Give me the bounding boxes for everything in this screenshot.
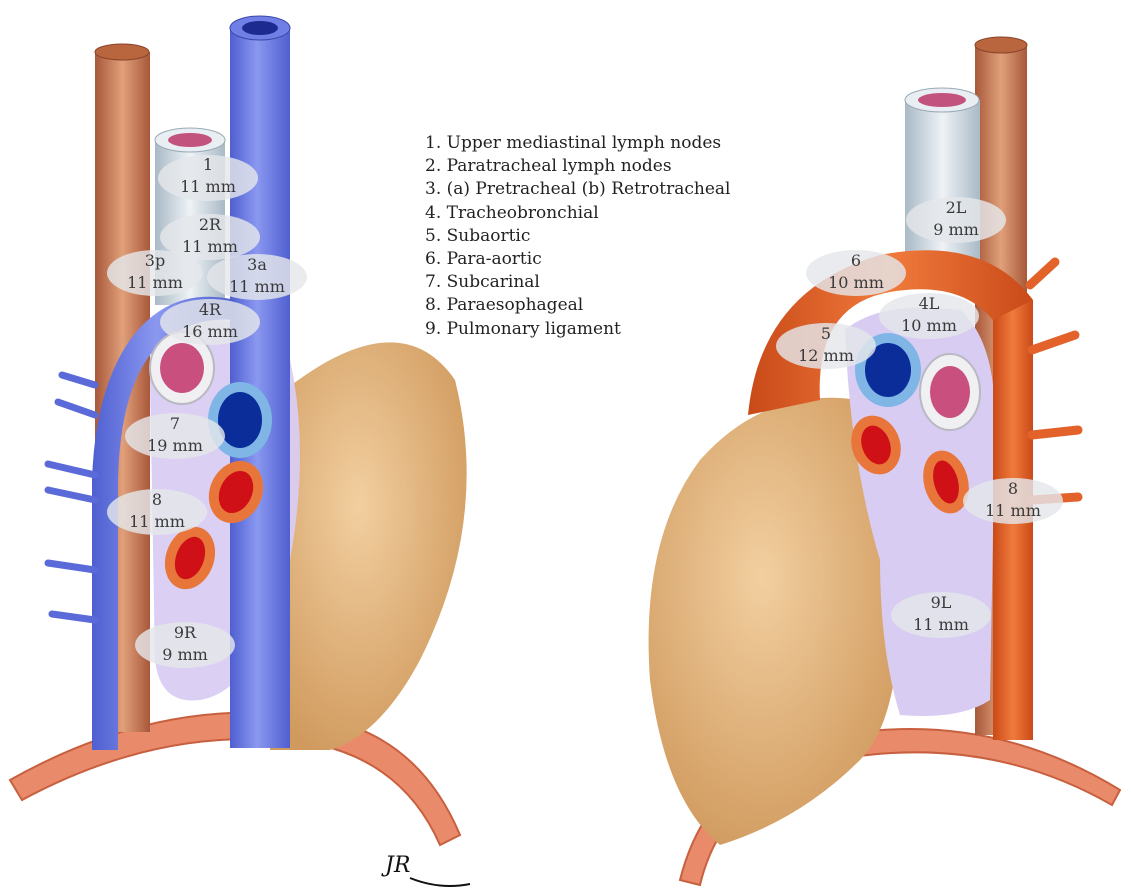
station-2R-name: 2R	[199, 215, 222, 234]
station-9R: 9R 9 mm	[135, 622, 235, 668]
station-7: 7 19 mm	[125, 413, 225, 459]
station-3a: 3a 11 mm	[207, 254, 307, 300]
legend-item: 6. Para-aortic	[425, 248, 730, 271]
station-7-size: 19 mm	[147, 436, 203, 455]
station-9L: 9L 11 mm	[891, 592, 991, 638]
station-4R-name: 4R	[199, 300, 222, 319]
station-8-left-name: 8	[1008, 479, 1018, 498]
right-lateral-view	[10, 16, 467, 845]
station-6-size: 10 mm	[828, 273, 884, 292]
legend-item: 7. Subcarinal	[425, 271, 730, 294]
station-9R-name: 9R	[174, 623, 197, 642]
legend-item: 2. Paratracheal lymph nodes	[425, 155, 730, 178]
station-1: 1 11 mm	[158, 155, 258, 201]
station-8-left-size: 11 mm	[985, 501, 1041, 520]
station-3a-size: 11 mm	[229, 277, 285, 296]
station-5-name: 5	[821, 324, 831, 343]
station-8-right-size: 11 mm	[129, 512, 185, 531]
station-6: 6 10 mm	[806, 250, 906, 296]
station-2R-size: 11 mm	[182, 237, 238, 256]
station-8-right: 8 11 mm	[107, 489, 207, 535]
station-3p-size: 11 mm	[127, 273, 183, 292]
station-8-left: 8 11 mm	[963, 478, 1063, 524]
trachea-left-view	[905, 100, 980, 270]
legend-item: 5. Subaortic	[425, 225, 730, 248]
station-5-size: 12 mm	[798, 346, 854, 365]
station-9L-name: 9L	[931, 593, 952, 612]
station-2L-size: 9 mm	[933, 220, 979, 239]
station-4L-name: 4L	[919, 294, 940, 313]
station-4R-size: 16 mm	[182, 322, 238, 341]
station-4R: 4R 16 mm	[160, 299, 260, 345]
station-3p-name: 3p	[145, 251, 165, 270]
station-6-name: 6	[851, 251, 861, 270]
station-1-name: 1	[203, 155, 213, 174]
station-legend: 1. Upper mediastinal lymph nodes 2. Para…	[425, 132, 730, 341]
station-4L: 4L 10 mm	[879, 293, 979, 339]
station-4L-size: 10 mm	[901, 316, 957, 335]
artist-signature: JR	[381, 853, 470, 886]
legend-item: 8. Paraesophageal	[425, 294, 730, 317]
station-9L-size: 11 mm	[913, 615, 969, 634]
station-8-right-name: 8	[152, 490, 162, 509]
station-9R-size: 9 mm	[162, 645, 208, 664]
station-2L-name: 2L	[946, 198, 967, 217]
heart-right-view	[270, 342, 467, 750]
aortic-branches	[1030, 262, 1078, 500]
station-3p: 3p 11 mm	[107, 250, 203, 296]
legend-item: 9. Pulmonary ligament	[425, 318, 730, 341]
station-1-size: 11 mm	[180, 177, 236, 196]
signature-text: JR	[381, 853, 410, 878]
station-2L: 2L 9 mm	[906, 197, 1006, 243]
legend-item: 1. Upper mediastinal lymph nodes	[425, 132, 730, 155]
station-7-name: 7	[170, 414, 180, 433]
azygos-branches	[48, 375, 95, 620]
legend-item: 4. Tracheobronchial	[425, 202, 730, 225]
station-3a-name: 3a	[247, 255, 267, 274]
station-5: 5 12 mm	[776, 323, 876, 369]
legend-item: 3. (a) Pretracheal (b) Retrotracheal	[425, 178, 730, 201]
